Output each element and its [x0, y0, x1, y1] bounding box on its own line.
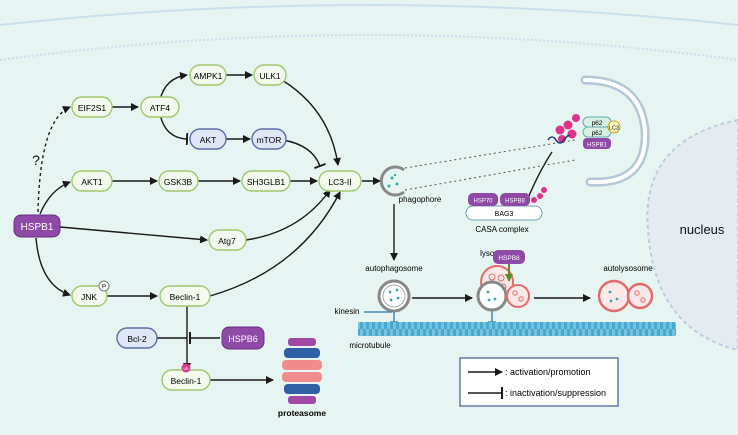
zoom-line-top — [404, 139, 576, 169]
cargo-cluster-icon — [547, 114, 580, 144]
atg7-node: Atg7 — [208, 229, 247, 251]
beclin1-bottom-label: Beclin-1 — [171, 376, 202, 386]
akt1-label: AKT1 — [81, 177, 103, 187]
jnk-label: JNK — [81, 292, 97, 302]
akt-node: AKT — [189, 128, 227, 150]
bcl2-label: Bcl-2 — [127, 334, 147, 344]
cell-membrane-top — [0, 4, 738, 26]
fusing-vesicle-icon — [476, 280, 530, 312]
akt-label: AKT — [200, 135, 217, 145]
ampk1-node: AMPK1 — [189, 64, 227, 86]
casa-hspb1-label: HSPB1 — [587, 143, 607, 149]
nucleus-region — [646, 118, 738, 352]
eif2s1-node: EIF2S1 — [71, 96, 113, 118]
atf4-label: ATF4 — [150, 103, 170, 113]
ampk1-label: AMPK1 — [194, 71, 223, 81]
arrow-ulk1-lc3ii — [281, 79, 341, 166]
hspb1-label: HSPB1 — [21, 222, 54, 233]
casa-complex-label: CASA complex — [475, 225, 528, 234]
beclin1-top-node: Beclin-1 — [159, 285, 211, 307]
akt1-node: AKT1 — [71, 170, 113, 192]
eif2s1-label: EIF2S1 — [78, 103, 107, 113]
ulk1-label: ULK1 — [259, 71, 281, 81]
phospho-label: P — [102, 285, 106, 291]
phagophore-membrane-zoom-inner — [583, 78, 648, 185]
arrow-hspb1-akt1 — [39, 180, 71, 215]
casa-complex: BAG3 HSP70 HSPB8 — [465, 187, 547, 221]
legend-activation-label: : activation/promotion — [505, 367, 591, 377]
inhibit-mtor-lc3ii — [282, 139, 326, 170]
sh3glb1-node: SH3GLB1 — [241, 170, 291, 192]
arrow-hspb1-atg7 — [59, 226, 208, 244]
lc3-label: LC3 — [609, 126, 619, 132]
arrow-hspb1-eif2s1 — [37, 106, 71, 213]
atf4-node: ATF4 — [140, 96, 180, 118]
kinesin-label: kinesin — [335, 307, 360, 316]
hspb6-node: HSPB6 — [221, 326, 265, 350]
arrow-atg7-lc3ii — [245, 189, 331, 241]
sh3glb1-label: SH3GLB1 — [247, 177, 286, 187]
hspb6-label: HSPB6 — [228, 334, 258, 344]
legend: : activation/promotion : inactivation/su… — [459, 357, 619, 407]
jnk-node: JNK P — [71, 280, 110, 307]
receptor-stack: p62 p62 LC3 HSPB1 — [582, 116, 621, 149]
ulk1-node: ULK1 — [253, 64, 287, 86]
lc3ii-node: LC3-II — [318, 170, 362, 192]
ubiquitin-label: ub — [183, 366, 189, 371]
beclin1-top-label: Beclin-1 — [170, 292, 201, 302]
autophagosome-label: autophagosome — [365, 264, 423, 273]
legend-inhibition-label: : inactivation/suppression — [505, 388, 606, 398]
gsk3b-label: GSK3B — [164, 177, 193, 187]
bag3-label: BAG3 — [495, 211, 514, 218]
hspb8-top-label: HSPB8 — [498, 255, 520, 262]
question-mark: ? — [32, 152, 40, 168]
proteasome-label: proteasome — [278, 408, 326, 418]
p62a-label: p62 — [592, 120, 603, 127]
lc3ii-label: LC3-II — [328, 177, 351, 187]
proteasome-icon — [282, 338, 322, 404]
hsp70-label: HSP70 — [473, 199, 493, 205]
atg7-label: Atg7 — [218, 236, 236, 246]
autolysosome-icon — [597, 279, 654, 313]
p62b-label: p62 — [592, 130, 603, 137]
mtor-node: mTOR — [251, 128, 287, 150]
inhibit-atf4-akt — [159, 113, 189, 146]
mtor-label: mTOR — [257, 135, 282, 145]
beclin1-bottom-node: Beclin-1 ub — [161, 363, 211, 391]
arrow-beclin1-lc3ii — [209, 191, 341, 297]
autolysosome-label: autolysosome — [603, 264, 653, 273]
hspb1-node: HSPB1 — [13, 214, 61, 238]
link-casa-cargo — [527, 151, 553, 199]
connectors — [35, 71, 591, 384]
phagophore-icon — [379, 165, 405, 197]
casa-hspb8-label: HSPB8 — [505, 199, 525, 205]
microtubule-label: microtubule — [349, 341, 391, 350]
zoom-line-bottom — [404, 159, 576, 191]
arrow-hspb1-jnk — [35, 237, 71, 297]
hspb8-top-node: HSPB8 — [493, 250, 525, 264]
phospho-badge — [98, 280, 110, 292]
autophagosome-icon — [377, 279, 411, 313]
gsk3b-node: GSK3B — [158, 170, 199, 192]
phagophore-label: phagophore — [399, 195, 442, 204]
bcl2-node: Bcl-2 — [116, 327, 158, 349]
nucleus-label: nucleus — [680, 222, 725, 237]
ubiquitin-badge — [181, 363, 191, 373]
microtubule-track — [358, 322, 676, 336]
